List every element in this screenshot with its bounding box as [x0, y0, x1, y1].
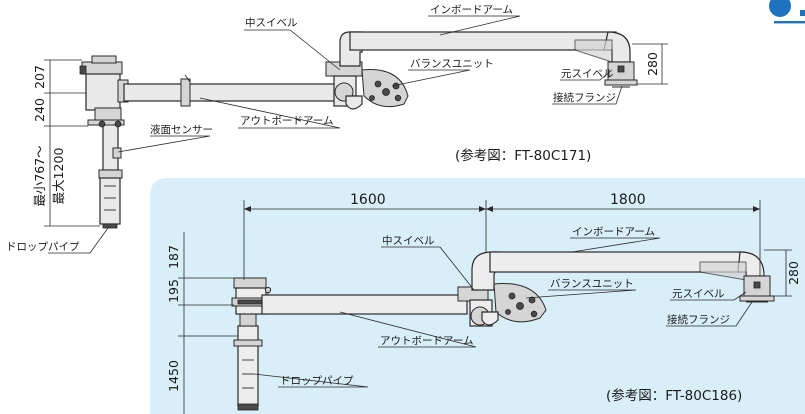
bottom-label-connection-flange: 接続フランジ	[667, 313, 730, 326]
top-label-connection-flange: 接続フランジ	[553, 91, 616, 104]
top-label-level-sensor: 液面センサー	[150, 123, 213, 136]
top-dim-280: 280	[645, 52, 660, 76]
section-badge-icon	[769, 0, 805, 24]
bottom-dim-195: 195	[166, 279, 181, 303]
top-dim-drop-min: 最小767～	[32, 145, 47, 206]
bottom-dim-1600: 1600	[350, 192, 386, 208]
bottom-label-drop-pipe: ドロップパイプ	[280, 375, 354, 387]
top-label-outboard-arm: アウトボードアーム	[240, 115, 334, 127]
top-dim-drop-max: 最大1200	[51, 148, 66, 205]
bottom-dim-1800: 1800	[610, 192, 646, 208]
bottom-label-inboard-arm: インボードアーム	[572, 226, 655, 238]
bottom-label-base-swivel: 元スイベル	[672, 288, 725, 300]
top-dim-240: 240	[32, 98, 47, 122]
bottom-dim-280: 280	[786, 261, 801, 285]
top-dim-207: 207	[32, 65, 47, 89]
top-label-center-swivel: 中スイベル	[245, 16, 298, 29]
bottom-diagram	[178, 200, 792, 414]
top-label-drop-pipe: ドロップパイプ	[6, 241, 80, 253]
top-label-inboard-arm: インボードアーム	[430, 4, 513, 16]
top-caption: (参考図：FT-80C171)	[455, 147, 591, 164]
bottom-dim-1450: 1450	[166, 360, 181, 392]
bottom-caption: (参考図：FT-80C186)	[606, 387, 742, 404]
top-label-balance-unit: バランスユニット	[410, 58, 494, 70]
bottom-dim-187: 187	[166, 245, 181, 269]
top-diagram	[44, 15, 668, 254]
bottom-label-center-swivel: 中スイベル	[382, 234, 435, 247]
bottom-label-outboard-arm: アウトボードアーム	[380, 335, 474, 347]
bottom-label-balance-unit: バランスユニット	[550, 278, 634, 290]
top-label-base-swivel: 元スイベル	[561, 68, 614, 80]
